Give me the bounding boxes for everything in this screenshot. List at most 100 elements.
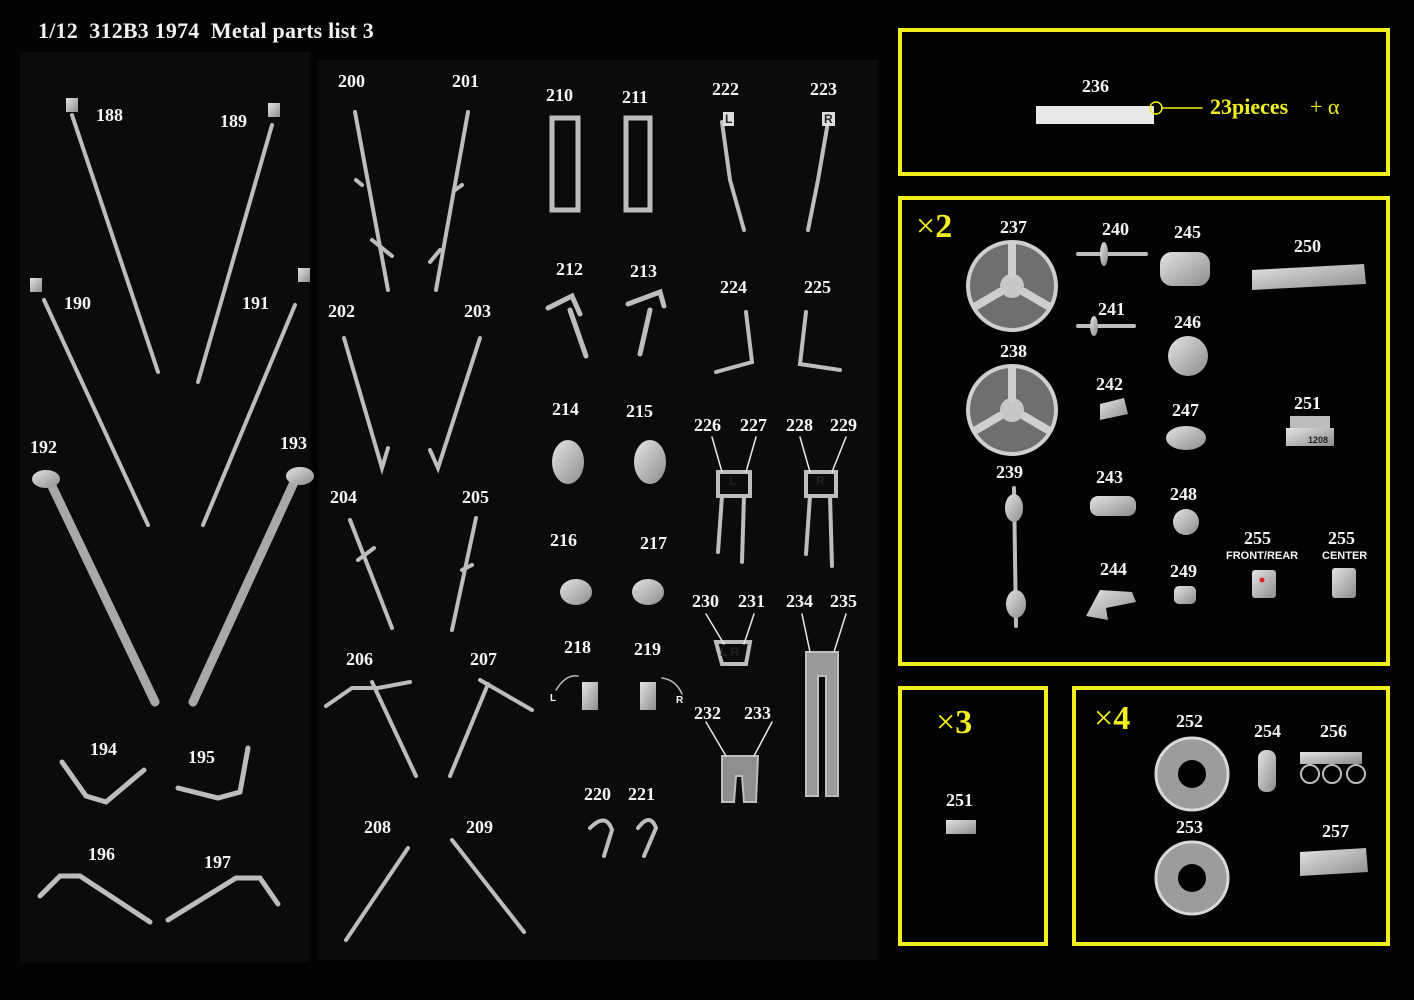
label-222: 222	[712, 79, 739, 99]
leader-233	[753, 721, 773, 757]
label-218: 218	[564, 637, 591, 657]
multiplier-value: 4	[1113, 700, 1131, 737]
label-252: 252	[1176, 711, 1203, 731]
page-title: 1/12 312B3 1974 Metal parts list 3	[38, 18, 374, 43]
label-197: 197	[204, 852, 231, 872]
part-203	[428, 336, 482, 474]
label-257: 257	[1322, 821, 1349, 841]
mark-r-219: R	[676, 695, 684, 706]
box-x3	[898, 686, 1048, 946]
part-197	[165, 875, 281, 923]
label-248: 248	[1170, 484, 1197, 504]
leader-229	[831, 436, 847, 473]
label-253: 253	[1176, 817, 1203, 837]
mark-lr-230: L R	[720, 645, 740, 659]
label-217: 217	[640, 533, 667, 553]
mark-l-222: L	[723, 112, 735, 126]
label-255-center: 255	[1328, 528, 1355, 548]
arc-219	[661, 677, 683, 695]
part-247	[1166, 426, 1206, 450]
leader-227	[745, 436, 757, 473]
part-207	[448, 678, 534, 778]
part-213	[625, 288, 667, 357]
label-188: 188	[96, 105, 123, 125]
photo-panel-left	[20, 52, 310, 962]
part-255-center	[1332, 568, 1356, 598]
label-255-front-rear: 255	[1244, 528, 1271, 548]
label-191: 191	[242, 293, 269, 313]
label-223: 223	[810, 79, 837, 99]
leader-234	[801, 613, 811, 653]
label-205: 205	[462, 487, 489, 507]
part-222	[720, 120, 746, 232]
part-246	[1168, 336, 1208, 376]
label-241: 241	[1098, 299, 1125, 319]
part-202	[342, 336, 390, 476]
label-211: 211	[622, 87, 649, 107]
part-219	[640, 682, 656, 710]
part-236	[1036, 106, 1154, 124]
box-x4	[1072, 686, 1390, 946]
label-250: 250	[1294, 236, 1321, 256]
part-218	[582, 682, 598, 710]
label-230: 230	[692, 591, 719, 611]
leader-231	[743, 613, 755, 645]
label-224: 224	[720, 277, 747, 297]
part-243	[1090, 496, 1136, 516]
part-194	[59, 759, 147, 805]
multiplier-x3: ×3	[936, 706, 972, 740]
part-196	[37, 873, 153, 925]
part-200	[353, 110, 394, 292]
multiplier-x4: ×4	[1094, 702, 1130, 736]
part-244	[1086, 590, 1136, 620]
part-208	[344, 846, 410, 942]
part-223	[806, 120, 830, 232]
part-254	[1258, 750, 1276, 792]
label-216: 216	[550, 530, 577, 550]
part-249	[1174, 586, 1196, 604]
part-210	[549, 115, 581, 213]
part-204	[348, 518, 394, 630]
times-sign: ×	[916, 208, 936, 245]
label-221: 221	[628, 784, 655, 804]
pieces-count: 23pieces	[1210, 94, 1289, 119]
label-237: 237	[1000, 217, 1027, 237]
part-214	[552, 440, 584, 484]
label-254: 254	[1254, 721, 1281, 741]
part-251-box2	[1286, 416, 1334, 446]
label-214: 214	[552, 399, 579, 419]
part-250	[1252, 264, 1366, 290]
label-193: 193	[280, 433, 307, 453]
part-238	[966, 364, 1058, 456]
leader-228	[799, 436, 811, 473]
part-190	[30, 278, 150, 527]
part-251-box3	[946, 820, 976, 834]
label-246: 246	[1174, 312, 1201, 332]
part-221	[636, 818, 659, 858]
part-228-229	[804, 470, 838, 568]
multiplier-value: 2	[935, 208, 953, 245]
label-196: 196	[88, 844, 115, 864]
label-201: 201	[452, 71, 479, 91]
part-232-233	[721, 755, 760, 803]
label-229: 229	[830, 415, 857, 435]
part-253	[1154, 840, 1230, 916]
leader-235	[833, 613, 847, 653]
part-242	[1100, 398, 1128, 420]
part-225	[797, 310, 842, 372]
label-242: 242	[1096, 374, 1123, 394]
label-231: 231	[738, 591, 765, 611]
label-212: 212	[556, 259, 583, 279]
label-235: 235	[830, 591, 857, 611]
part-211	[623, 115, 653, 213]
center-caption: CENTER	[1322, 550, 1368, 562]
part-220	[588, 818, 615, 858]
multiplier-x2: ×2	[916, 210, 952, 244]
label-208: 208	[364, 817, 391, 837]
label-209: 209	[466, 817, 493, 837]
label-207: 207	[470, 649, 497, 669]
part-195	[175, 745, 251, 801]
plus-alpha: + α	[1310, 94, 1340, 119]
multiplier-value: 3	[955, 704, 973, 741]
part-234-235	[805, 651, 839, 797]
